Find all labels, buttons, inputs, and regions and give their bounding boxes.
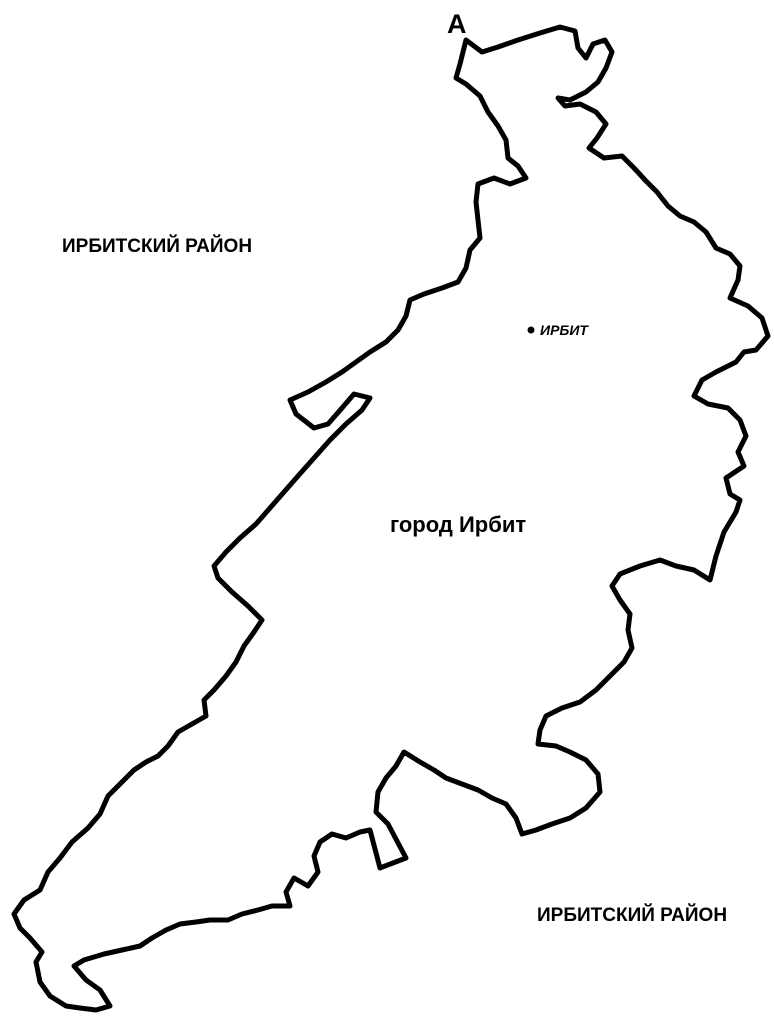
point-label: А — [447, 9, 467, 39]
neighbor-district-west-label: ИРБИТСКИЙ РАЙОН — [62, 235, 252, 257]
city-boundary-outline — [11, 24, 771, 1013]
neighbor-district-southeast-label: ИРБИТСКИЙ РАЙОН — [537, 904, 727, 926]
settlement-label: ИРБИТ — [540, 322, 589, 338]
municipality-label: город Ирбит — [390, 512, 526, 537]
settlement-marker — [527, 326, 535, 334]
